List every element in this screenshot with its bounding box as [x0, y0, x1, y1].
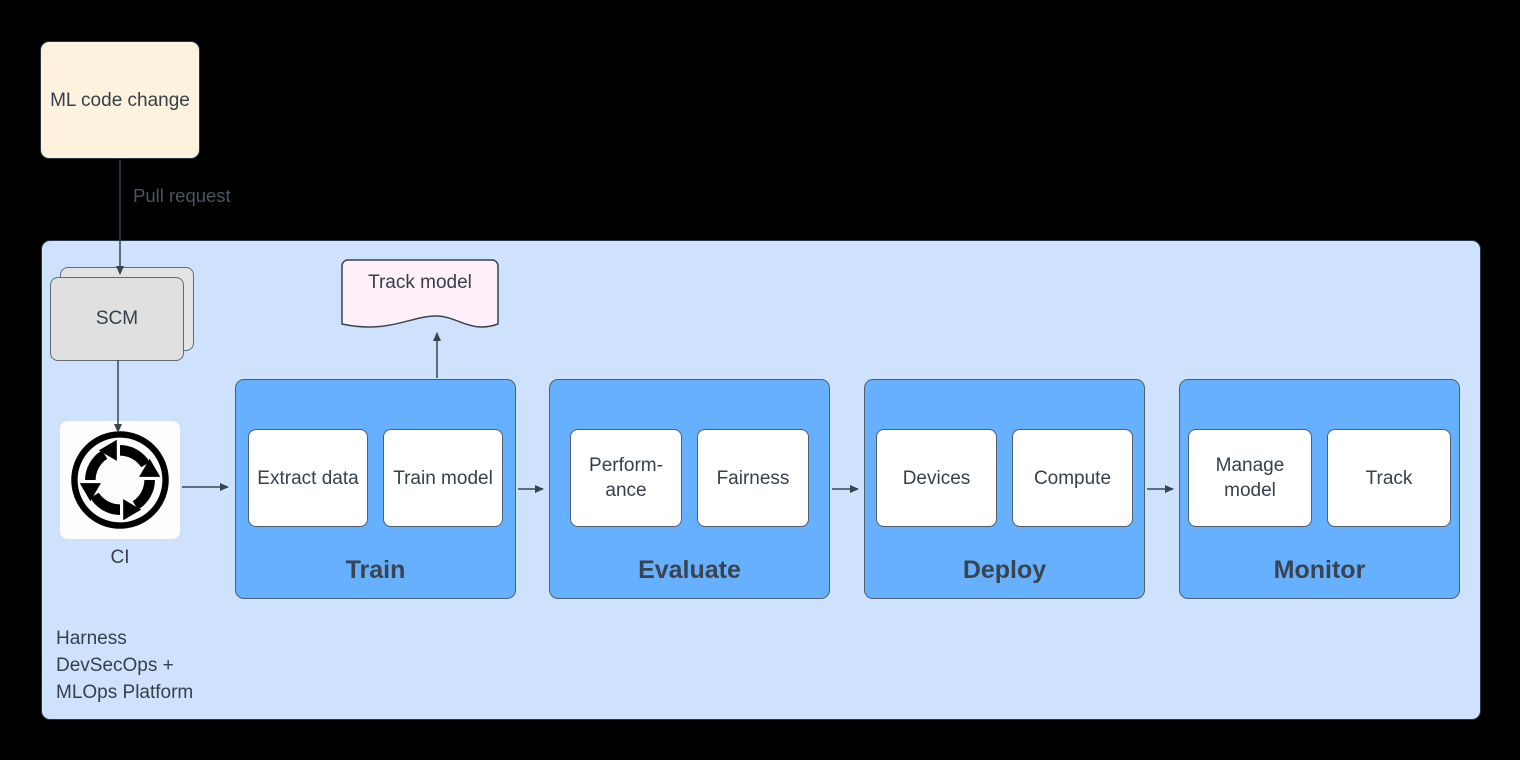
substep-performance[interactable]: Perform- ance: [570, 429, 682, 527]
stage-evaluate-title: Evaluate: [638, 556, 741, 584]
stage-monitor-substeps: Manage model Track: [1180, 429, 1459, 527]
platform-caption: Harness DevSecOps + MLOps Platform: [56, 628, 194, 703]
substep-manage-model[interactable]: Manage model: [1188, 429, 1312, 527]
substep-fairness[interactable]: Fairness: [697, 429, 809, 527]
ci-node[interactable]: [60, 421, 180, 539]
continuous-integration-cycle-icon: [71, 431, 169, 529]
stage-deploy[interactable]: Devices Compute Deploy: [864, 379, 1145, 599]
stage-monitor[interactable]: Manage model Track Monitor: [1179, 379, 1460, 599]
ci-label: CI: [110, 547, 130, 568]
track-model-label: Track model: [368, 272, 472, 293]
ml-code-change-node[interactable]: ML code change: [40, 41, 200, 159]
stage-deploy-title: Deploy: [962, 556, 1047, 584]
substep-devices[interactable]: Devices: [876, 429, 997, 527]
substep-compute[interactable]: Compute: [1012, 429, 1133, 527]
substep-train-model[interactable]: Train model: [383, 429, 503, 527]
stage-evaluate-substeps: Perform- ance Fairness: [550, 429, 829, 527]
stage-monitor-title: Monitor: [1273, 556, 1366, 584]
scm-label: SCM: [95, 308, 139, 329]
scm-card-front: SCM: [50, 277, 184, 361]
substep-track[interactable]: Track: [1327, 429, 1451, 527]
stage-train[interactable]: Extract data Train model Train: [235, 379, 516, 599]
note-shape: [341, 259, 499, 328]
stage-train-substeps: Extract data Train model: [236, 429, 515, 527]
pull-request-edge-label: Pull request: [133, 185, 231, 206]
track-model-note[interactable]: Track model: [340, 258, 500, 334]
substep-extract-data[interactable]: Extract data: [248, 429, 368, 527]
scm-node[interactable]: SCM: [50, 267, 194, 361]
stage-deploy-substeps: Devices Compute: [865, 429, 1144, 527]
stage-evaluate[interactable]: Perform- ance Fairness Evaluate: [549, 379, 830, 599]
ml-code-change-label: ML code change: [50, 89, 190, 111]
stage-train-title: Train: [345, 556, 406, 584]
